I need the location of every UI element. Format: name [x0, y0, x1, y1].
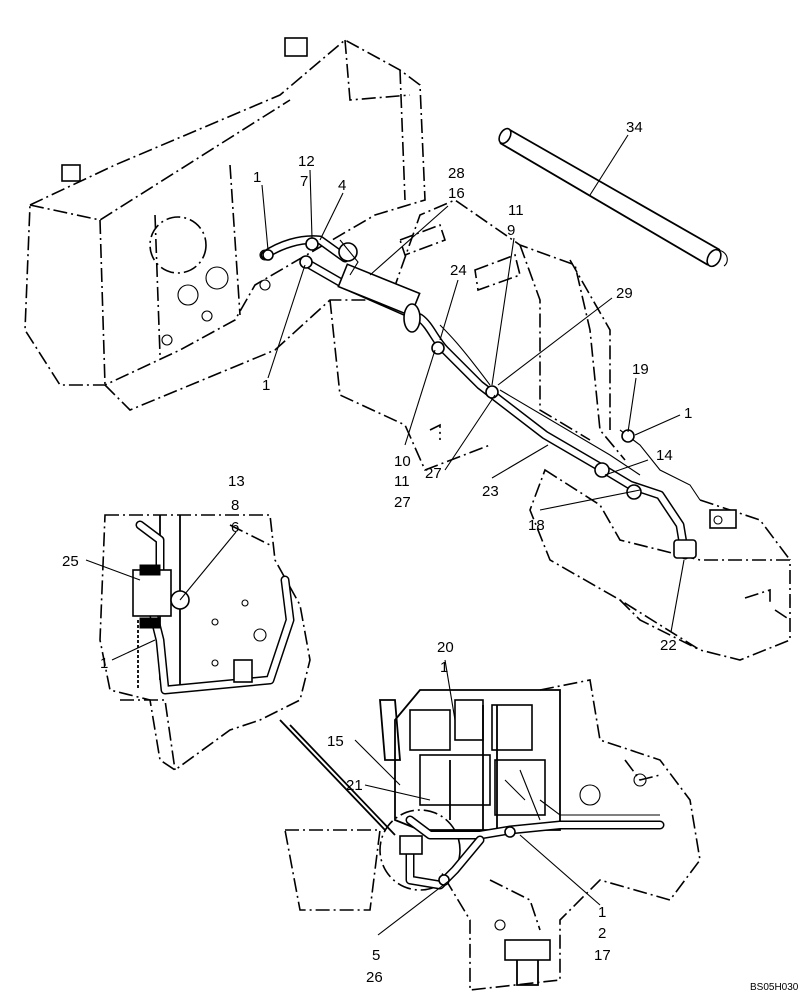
mount-bracket	[233, 659, 253, 683]
callout-20: 20	[437, 639, 454, 656]
fitting-port-left	[177, 284, 199, 306]
callout-15: 15	[327, 733, 344, 750]
callout-27-mid: 27	[425, 465, 442, 482]
callout-29: 29	[616, 285, 633, 302]
callout-1-engine-top: 1	[440, 659, 448, 676]
port-small-a	[259, 279, 271, 291]
leader-lines	[85, 134, 685, 936]
injection-pump-block	[409, 709, 451, 751]
fitting-bottom	[399, 835, 423, 855]
clamp-bottom-1	[504, 826, 516, 838]
tank-vent	[61, 164, 81, 182]
callout-13: 13	[228, 473, 245, 490]
callout-26: 26	[366, 969, 383, 986]
support-foot	[504, 939, 551, 961]
callout-11-top: 11	[508, 202, 524, 219]
fitting-4	[338, 242, 358, 262]
pump-body-right	[494, 759, 546, 816]
filter-endcap	[403, 303, 421, 333]
governor-housing	[454, 699, 484, 741]
pump-body	[419, 754, 491, 806]
callout-8: 8	[231, 497, 239, 514]
clamp-b	[485, 385, 499, 399]
port-small-c	[161, 334, 173, 346]
fuel-tank-outline	[24, 37, 426, 386]
callout-1-right: 1	[684, 405, 692, 422]
callouts: 34 28 16 12 7 1 4 11 9 24 29 1 19 1 14 1…	[62, 119, 692, 986]
filter-block-25	[132, 569, 172, 617]
clamp-bottom-2	[438, 874, 450, 886]
clamp-top	[139, 564, 161, 576]
callout-23: 23	[482, 483, 499, 500]
clamp-e	[626, 484, 642, 500]
spare-hose-34	[498, 127, 728, 268]
fitting-1	[299, 255, 313, 269]
callout-10: 10	[394, 453, 411, 470]
callout-1-detail: 1	[100, 655, 108, 672]
fitting-port-right	[205, 266, 229, 290]
callout-17: 17	[594, 947, 611, 964]
main-hose-run	[260, 235, 701, 560]
callout-7: 7	[300, 173, 308, 190]
callout-22: 22	[660, 637, 677, 654]
callout-11-mid: 11	[394, 473, 410, 490]
callout-21: 21	[346, 777, 363, 794]
engine-detail	[284, 679, 701, 991]
detail-left-outline	[99, 514, 396, 836]
fitting-left	[262, 249, 274, 261]
callout-18: 18	[528, 517, 545, 534]
callout-6: 6	[231, 519, 239, 536]
end-fitting	[673, 539, 697, 559]
callout-27-low: 27	[394, 494, 411, 511]
callout-28: 28	[448, 165, 465, 182]
callout-25: 25	[62, 553, 79, 570]
callout-5: 5	[372, 947, 380, 964]
callout-34: 34	[626, 119, 643, 136]
access-cover	[149, 216, 207, 274]
callout-16: 16	[448, 185, 465, 202]
callout-1-top: 1	[253, 169, 261, 186]
callout-24: 24	[450, 262, 467, 279]
callout-19: 19	[632, 361, 649, 378]
callout-1-engine-bottom: 1	[598, 904, 606, 921]
callout-2: 2	[598, 925, 606, 942]
clamp-bottom	[139, 617, 161, 629]
fitting-7	[305, 237, 319, 251]
callout-14: 14	[656, 447, 673, 464]
port-small-d	[201, 310, 213, 322]
pump-head	[491, 704, 533, 751]
clamp-c	[594, 462, 610, 478]
callout-4: 4	[338, 177, 346, 194]
tank-cap	[284, 37, 308, 57]
callout-1-left: 1	[262, 377, 270, 394]
frame-rail-outline	[104, 199, 791, 661]
callout-12: 12	[298, 153, 315, 170]
figure-reference-code: BS05H030	[750, 982, 799, 993]
callout-9: 9	[507, 222, 515, 239]
